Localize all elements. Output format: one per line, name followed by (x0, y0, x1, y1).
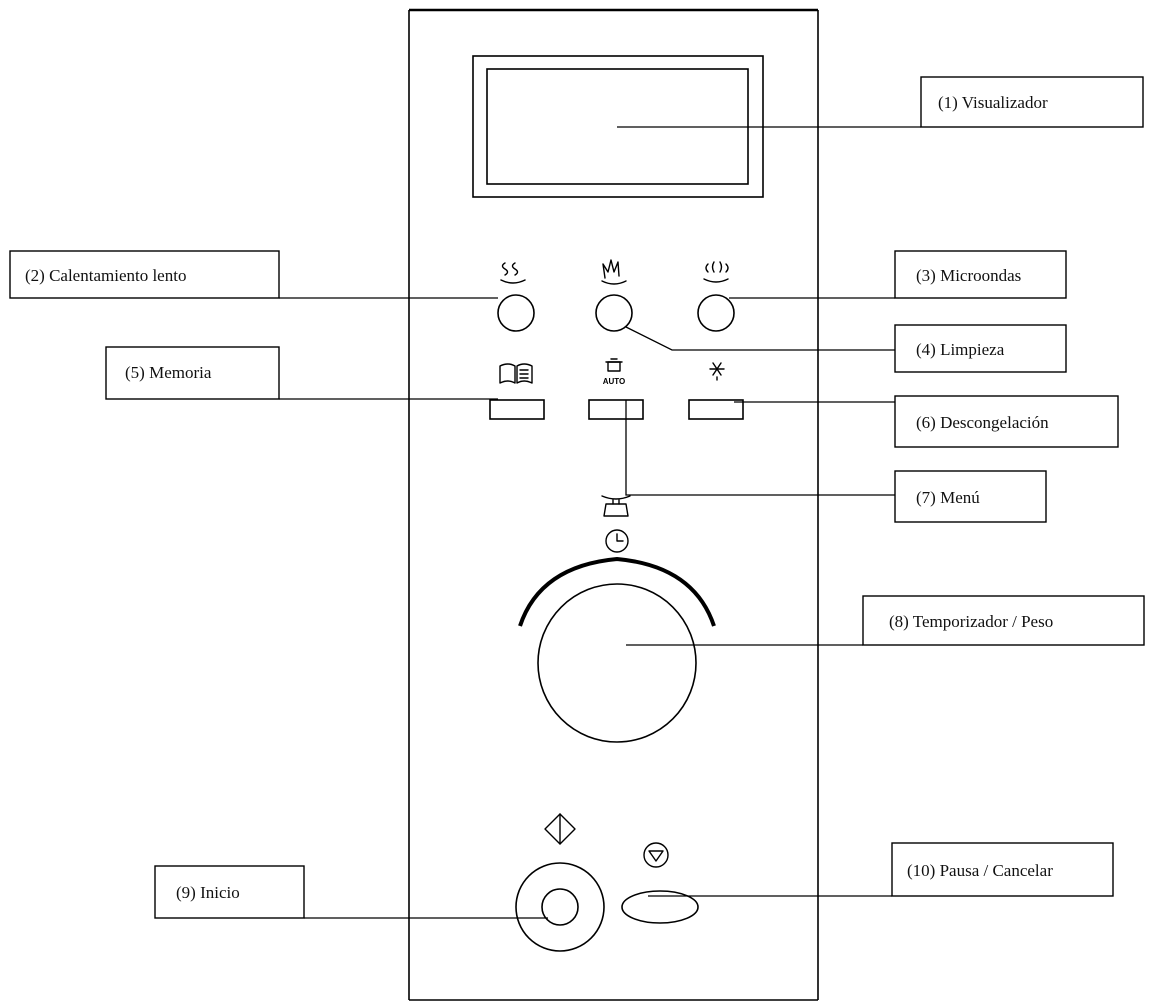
callout-cleaning-text: (4) Limpieza (916, 340, 1005, 359)
memory-button[interactable] (489, 399, 545, 420)
callout-timer-weight: (8) Temporizador / Peso (862, 595, 1145, 646)
callout-memory: (5) Memoria (105, 346, 280, 400)
auto-label: AUTO (603, 377, 626, 386)
callout-start: (9) Inicio (154, 865, 305, 919)
callout-defrost: (6) Descongelación (894, 395, 1119, 448)
waves-icon (703, 261, 729, 283)
microwave-button[interactable] (697, 294, 735, 332)
callout-timer-weight-text: (8) Temporizador / Peso (889, 612, 1053, 631)
callout-menu-text: (7) Menú (916, 488, 980, 507)
control-panel-frame (408, 8, 819, 1001)
book-icon (499, 363, 533, 384)
auto-pot-icon: AUTO (603, 358, 626, 386)
callout-pause-cancel-text: (10) Pausa / Cancelar (907, 861, 1053, 880)
callout-microwave-text: (3) Microondas (916, 266, 1021, 285)
callout-slow-heat: (2) Calentamiento lento (9, 250, 280, 299)
steam-icon (500, 262, 526, 284)
callout-display-text: (1) Visualizador (938, 93, 1048, 112)
dial-range-arc (518, 556, 716, 627)
auto-menu-button[interactable] (588, 399, 644, 420)
flame-icon (601, 259, 627, 285)
stop-triangle-icon (643, 842, 669, 868)
callout-menu: (7) Menú (894, 470, 1047, 523)
callout-start-text: (9) Inicio (176, 883, 240, 902)
slow-heat-button[interactable] (497, 294, 535, 332)
callout-slow-heat-text: (2) Calentamiento lento (25, 266, 186, 285)
start-button[interactable] (515, 862, 605, 952)
callout-pause-cancel: (10) Pausa / Cancelar (891, 842, 1114, 897)
timer-weight-dial[interactable] (537, 583, 697, 743)
leader-lines (279, 126, 921, 919)
callout-memory-text: (5) Memoria (125, 363, 212, 382)
pause-cancel-button[interactable] (621, 890, 699, 924)
callout-microwave: (3) Microondas (894, 250, 1067, 299)
callout-cleaning: (4) Limpieza (894, 324, 1067, 373)
scale-icon (601, 495, 631, 517)
start-diamond-icon (544, 813, 576, 845)
callout-display: (1) Visualizador (920, 76, 1144, 128)
snowflake-icon (709, 362, 725, 381)
defrost-button[interactable] (688, 399, 744, 420)
clock-icon (605, 529, 629, 553)
cleaning-button[interactable] (595, 294, 633, 332)
callout-defrost-text: (6) Descongelación (916, 413, 1049, 432)
